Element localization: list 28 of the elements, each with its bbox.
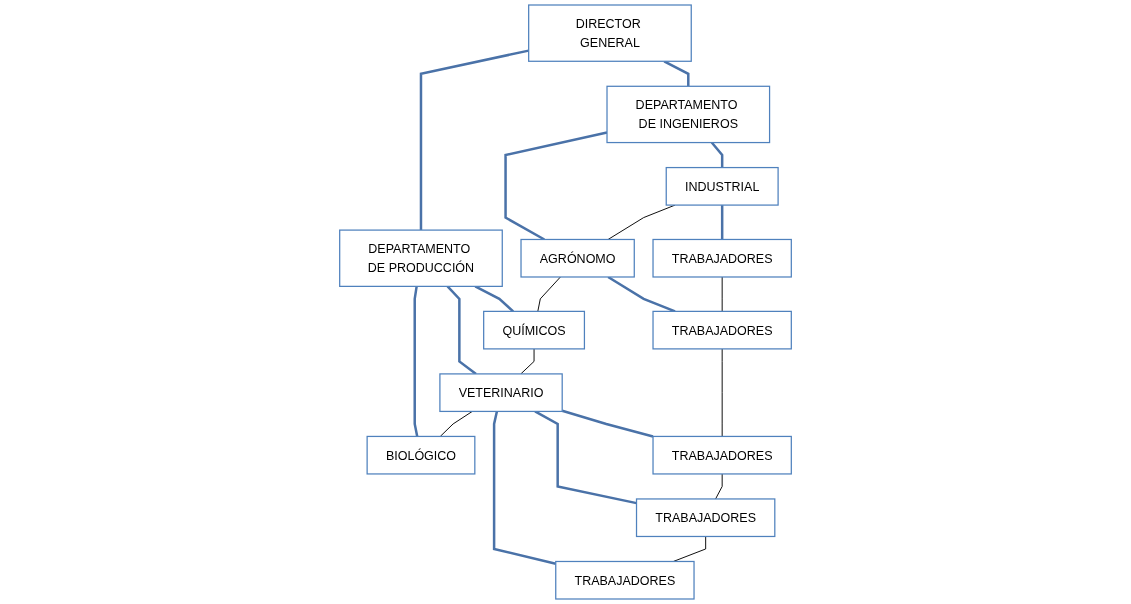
node-box: QUÍMICOS xyxy=(483,310,586,350)
node-box: INDUSTRIAL xyxy=(665,166,779,206)
node-box: DEPARTAMENTO DE PRODUCCIÓN xyxy=(339,229,503,287)
node-box: TRABAJADORES xyxy=(635,498,776,538)
connector xyxy=(663,60,690,87)
node-box: TRABAJADORES xyxy=(652,435,792,475)
connector xyxy=(446,285,477,375)
connector xyxy=(534,410,637,505)
node-box: DEPARTAMENTO DE INGENIEROS xyxy=(606,85,771,144)
node-box: TRABAJADORES xyxy=(652,310,792,350)
connector xyxy=(419,49,529,231)
node-box: DIRECTOR GENERAL xyxy=(528,4,692,62)
connector xyxy=(413,286,419,437)
connector xyxy=(561,409,654,438)
connector xyxy=(474,285,515,313)
connector xyxy=(715,473,723,500)
connector xyxy=(607,275,676,313)
node-box: BIOLÓGICO xyxy=(366,435,476,475)
connector xyxy=(439,410,473,437)
connector xyxy=(537,276,561,312)
connector xyxy=(720,205,724,240)
connector xyxy=(520,348,535,375)
node-box: VETERINARIO xyxy=(439,373,563,413)
node-box: TRABAJADORES xyxy=(652,238,792,278)
node-box: AGRÓNOMO xyxy=(520,238,635,278)
node-box: TRABAJADORES xyxy=(555,560,695,600)
connector xyxy=(710,141,724,168)
connector xyxy=(504,131,608,241)
